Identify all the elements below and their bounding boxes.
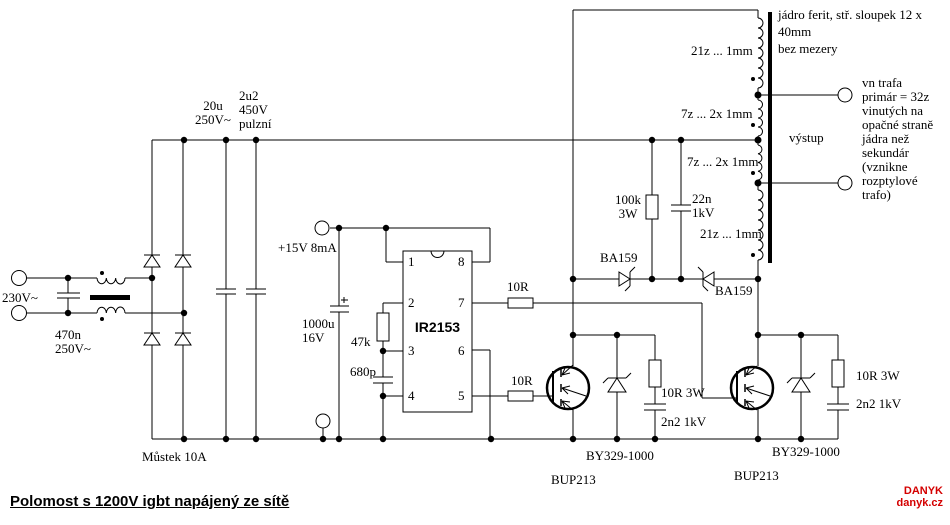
supply-terminal-15v	[314, 220, 330, 236]
output-terminal-top	[837, 87, 853, 103]
rt-resistor-label: 47k	[351, 334, 371, 349]
bridge-diode-icon	[174, 332, 192, 346]
mains-terminal-top	[11, 270, 27, 286]
igbt-left-label: BUP213	[551, 472, 596, 487]
mains-voltage-label: 230V~	[2, 290, 38, 305]
mains-terminal-bottom	[11, 305, 27, 321]
snubber-resistor-right-label: 10R 3W	[856, 368, 900, 383]
bridge-diode-icon	[143, 332, 161, 346]
snubber-cap-right-label: 2n2 1kV	[856, 396, 902, 411]
pin-8-label: 8	[458, 254, 465, 269]
snubber-resistor-left-label: 10R 3W	[661, 385, 705, 400]
winding1-coil	[757, 17, 764, 89]
output-label: výstup	[789, 130, 824, 145]
wires	[27, 9, 849, 440]
pin-6-label: 6	[458, 343, 465, 358]
gate-resistor-low-label: 10R	[511, 373, 533, 388]
winding3-coil	[757, 144, 763, 181]
bus-cap1-label: 20u 250V~	[195, 98, 231, 127]
pin-7-label: 7	[458, 295, 465, 310]
freewheel-diode-left-label: BY329-1000	[586, 448, 654, 463]
page-title: Polomost s 1200V igbt napájený ze sítě	[10, 493, 290, 510]
clamp-cap-label: 22n 1kV	[692, 191, 715, 220]
choke-core-bar	[90, 295, 130, 300]
winding1-label: 21z ... 1mm	[691, 43, 753, 58]
output-terminal-bottom	[837, 175, 853, 191]
pin-5-label: 5	[458, 388, 465, 403]
ic-notch	[430, 250, 445, 258]
ct-cap-label: 680p	[350, 364, 376, 379]
winding4-label: 21z ... 1mm	[700, 226, 762, 241]
choke-winding-top	[96, 277, 126, 285]
supply-label: +15V 8mA	[278, 240, 337, 255]
filter-cap-label: 470n 250V~	[55, 327, 91, 356]
by329-diode-icon	[607, 377, 627, 393]
winding3-label: 7z ... 2x 1mm	[687, 154, 759, 169]
igbt-right-body	[729, 365, 775, 411]
winding4-coil	[757, 189, 764, 261]
core-note: jádro ferit, stř. sloupek 12 x 40mm bez …	[778, 7, 923, 56]
freewheel-diode-right-label: BY329-1000	[772, 444, 840, 459]
pin-1-label: 1	[408, 254, 415, 269]
supply-cap-label: 1000u 16V	[302, 316, 335, 345]
watermark: DANYK danyk.cz	[896, 485, 943, 509]
pin-2-label: 2	[408, 295, 415, 310]
clamp-diode-left-label: BA159	[600, 250, 638, 265]
bridge-label: Můstek 10A	[142, 449, 207, 464]
secondary-note: vn trafa primár = 32z vinutých na opačné…	[862, 75, 934, 202]
bus-cap2-label: 2u2 450V pulzní	[239, 88, 272, 131]
ba159-diode-icon	[702, 271, 715, 287]
bridge-diode-icon	[174, 254, 192, 268]
pin-4-label: 4	[408, 388, 415, 403]
choke-winding-bottom	[96, 306, 126, 314]
winding2-label: 7z ... 2x 1mm	[681, 106, 753, 121]
ba159-diode-icon	[618, 271, 631, 287]
gate-resistor-high-label: 10R	[507, 279, 529, 294]
by329-diode-icon	[791, 377, 811, 393]
supply-terminal-0v	[315, 413, 331, 429]
bridge-diode-icon	[143, 254, 161, 268]
junction-dots	[64, 77, 805, 443]
clamp-resistor-label: 100k 3W	[615, 192, 641, 221]
ic-label: IR2153	[414, 319, 461, 335]
snubber-cap-left-label: 2n2 1kV	[661, 414, 707, 429]
igbt-left-body	[545, 365, 591, 411]
clamp-diode-right-label: BA159	[715, 283, 753, 298]
pin-3-label: 3	[408, 343, 415, 358]
igbt-right-label: BUP213	[734, 468, 779, 483]
winding2-coil	[757, 99, 763, 137]
